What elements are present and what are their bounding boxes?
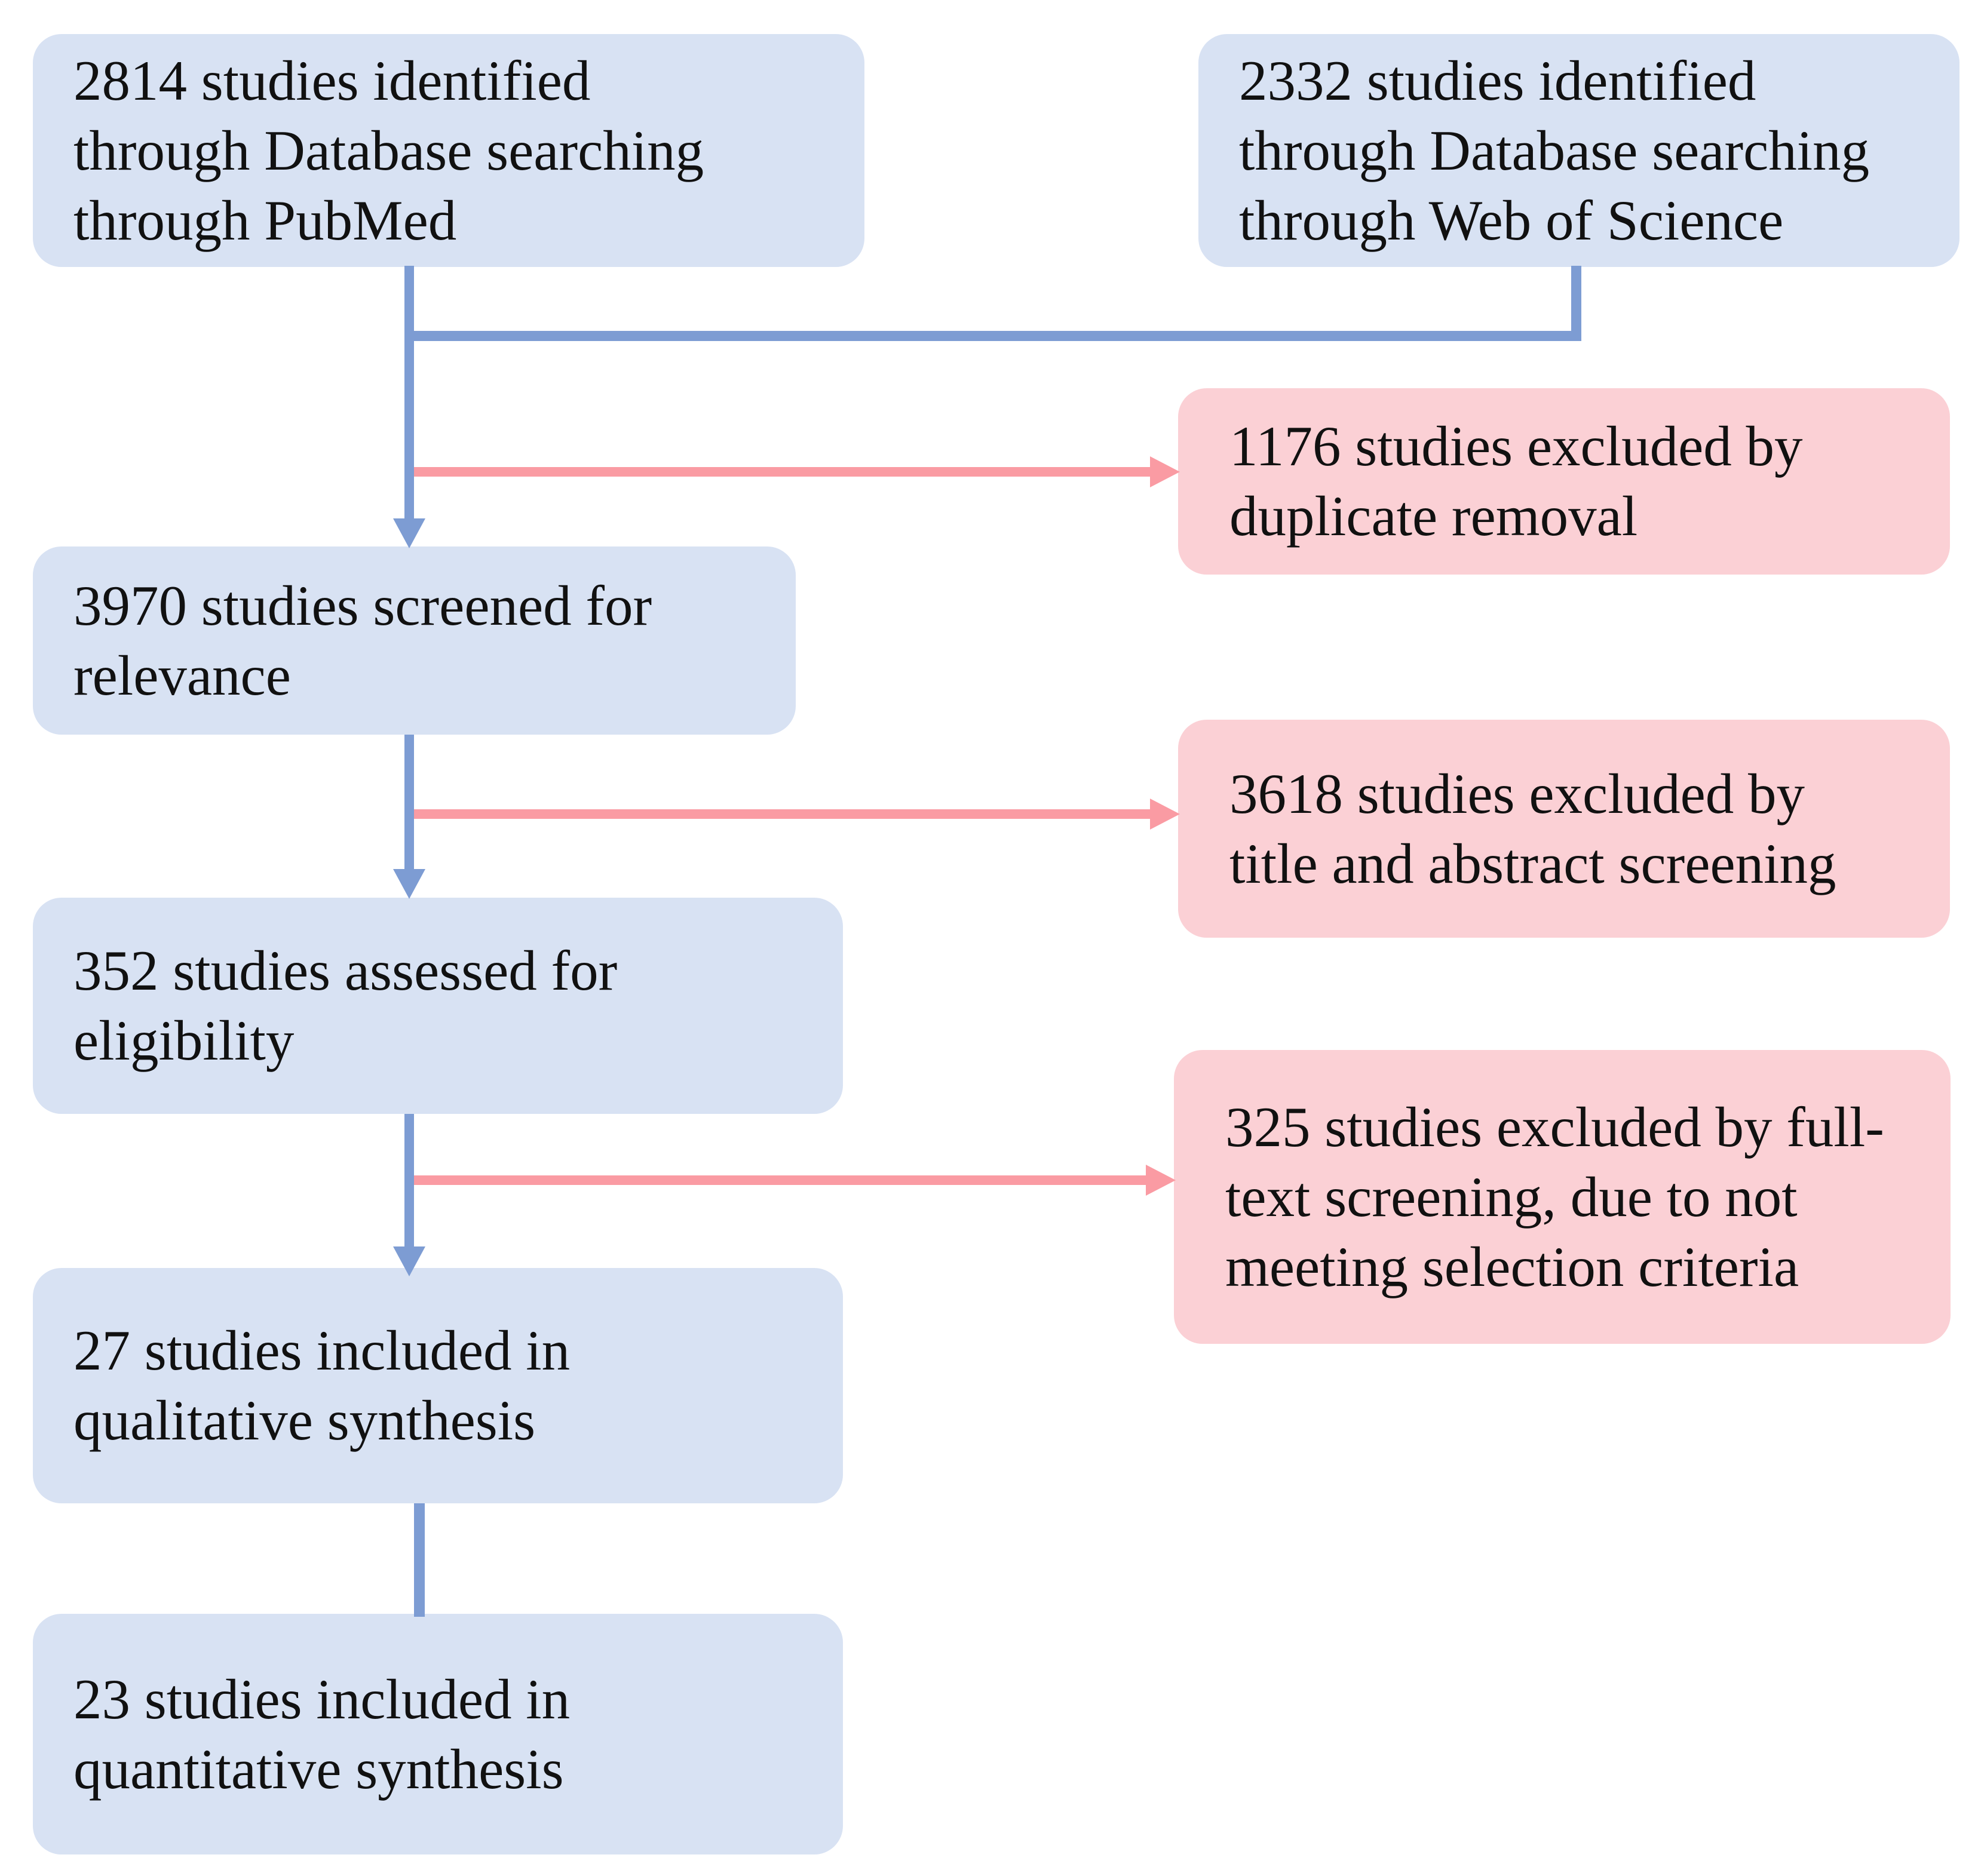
arrow-right-into-duplicates-excluded-icon <box>1150 456 1180 487</box>
connector-to-duplicates-excluded-line <box>414 467 1150 477</box>
box-excluded-duplicates: 1176 studies excluded by duplicate remov… <box>1178 388 1950 575</box>
arrow-down-into-qualitative-icon <box>393 1246 425 1276</box>
box-assessed-eligibility-text: 352 studies assessed for eligibility <box>73 939 618 1072</box>
box-qualitative-synthesis: 27 studies included in qualitative synth… <box>33 1268 843 1503</box>
box-excluded-title-abstract-text: 3618 studies excluded by title and abstr… <box>1229 762 1836 895</box>
arrow-down-into-assessed-icon <box>393 869 425 899</box>
connector-to-title-abstract-excluded-line <box>414 809 1150 819</box>
box-assessed-eligibility: 352 studies assessed for eligibility <box>33 898 843 1114</box>
box-excluded-title-abstract: 3618 studies excluded by title and abstr… <box>1178 720 1950 938</box>
box-quantitative-synthesis: 23 studies included in quantitative synt… <box>33 1614 843 1854</box>
connector-to-fulltext-excluded-line <box>414 1175 1146 1185</box>
box-excluded-fulltext: 325 studies excluded by full- text scree… <box>1174 1050 1951 1344</box>
box-quantitative-synthesis-text: 23 studies included in quantitative synt… <box>73 1667 571 1801</box>
connector-screened-to-assessed-line <box>404 735 414 869</box>
box-identified-pubmed: 2814 studies identified through Database… <box>33 34 864 267</box>
connector-web-of-science-drop-line <box>1571 266 1581 341</box>
box-excluded-duplicates-text: 1176 studies excluded by duplicate remov… <box>1229 414 1803 548</box>
connector-pubmed-to-screened-line <box>404 266 414 521</box>
box-identified-web-of-science-text: 2332 studies identified through Database… <box>1239 48 1870 252</box>
box-excluded-fulltext-text: 325 studies excluded by full- text scree… <box>1225 1095 1884 1298</box>
box-screened: 3970 studies screened for relevance <box>33 546 796 735</box>
arrow-right-into-fulltext-excluded-icon <box>1146 1165 1176 1196</box>
arrow-right-into-title-abstract-excluded-icon <box>1150 799 1180 830</box>
connector-merge-elbow-line <box>404 331 1581 341</box>
box-identified-pubmed-text: 2814 studies identified through Database… <box>73 48 704 252</box>
arrow-down-into-screened-icon <box>393 518 425 548</box>
connector-qualitative-to-quantitative-line <box>414 1503 425 1617</box>
box-qualitative-synthesis-text: 27 studies included in qualitative synth… <box>73 1319 571 1452</box>
box-identified-web-of-science: 2332 studies identified through Database… <box>1198 34 1959 267</box>
box-screened-text: 3970 studies screened for relevance <box>73 573 652 707</box>
connector-assessed-to-qualitative-line <box>404 1114 414 1246</box>
